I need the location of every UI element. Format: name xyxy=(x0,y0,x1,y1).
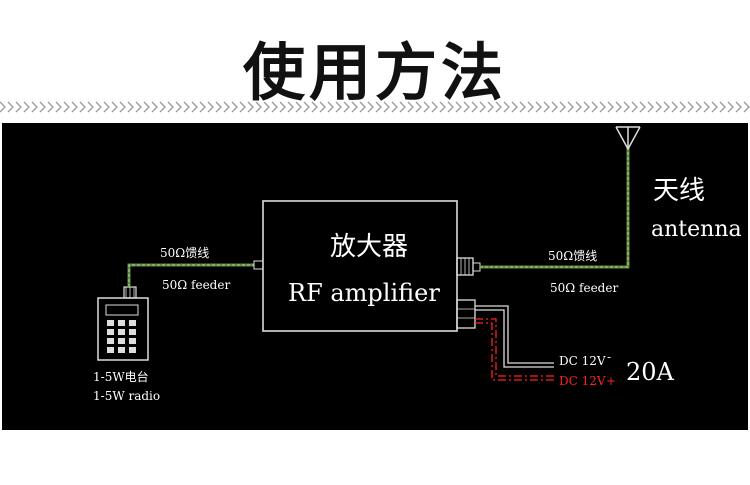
radio-key xyxy=(107,347,114,353)
dc-positive-label: DC 12V xyxy=(559,374,606,388)
radio-key xyxy=(107,338,114,344)
rf-output-connector xyxy=(456,257,481,276)
radio-key xyxy=(129,347,136,353)
antenna-label-cn: 天线 xyxy=(653,176,706,206)
radio-key xyxy=(118,347,125,353)
left-feeder-label-en: 50Ω feeder xyxy=(162,278,231,292)
radio-key xyxy=(107,329,114,335)
left-feeder-label-cn: 50Ω馈线 xyxy=(160,246,210,260)
dc-negative-label: DC 12V xyxy=(559,354,606,368)
radio-key xyxy=(129,338,136,344)
page-title: 使用方法 xyxy=(242,36,507,109)
radio-label-en: 1-5W radio xyxy=(93,389,161,403)
current-rating: 20A xyxy=(626,358,674,386)
dc-positive-sign: + xyxy=(606,374,617,388)
power-connector xyxy=(456,299,476,329)
radio-key xyxy=(129,329,136,335)
radio-key xyxy=(118,320,125,326)
chevron-pattern xyxy=(0,101,750,113)
right-feeder-cable xyxy=(480,148,630,269)
radio-label-cn: 1-5W电台 xyxy=(93,370,149,384)
dc-negative-sign: - xyxy=(607,350,612,364)
antenna-label-en: antenna xyxy=(651,217,742,242)
amplifier-box xyxy=(262,200,458,332)
negative-wire xyxy=(475,305,554,368)
amplifier-label-en: RF amplifier xyxy=(288,279,440,307)
radio-key xyxy=(118,338,125,344)
right-feeder-label-cn: 50Ω馈线 xyxy=(548,249,598,263)
antenna-symbol xyxy=(615,126,641,150)
amplifier-label-cn: 放大器 xyxy=(330,232,409,262)
diagram-panel xyxy=(2,123,748,430)
radio-device xyxy=(97,286,149,361)
positive-wire xyxy=(475,318,554,381)
radio-key xyxy=(107,320,114,326)
chevron-divider xyxy=(0,101,750,113)
wiring-diagram xyxy=(97,126,641,381)
radio-key xyxy=(129,320,136,326)
radio-key xyxy=(118,329,125,335)
right-feeder-label-en: 50Ω feeder xyxy=(550,281,619,295)
